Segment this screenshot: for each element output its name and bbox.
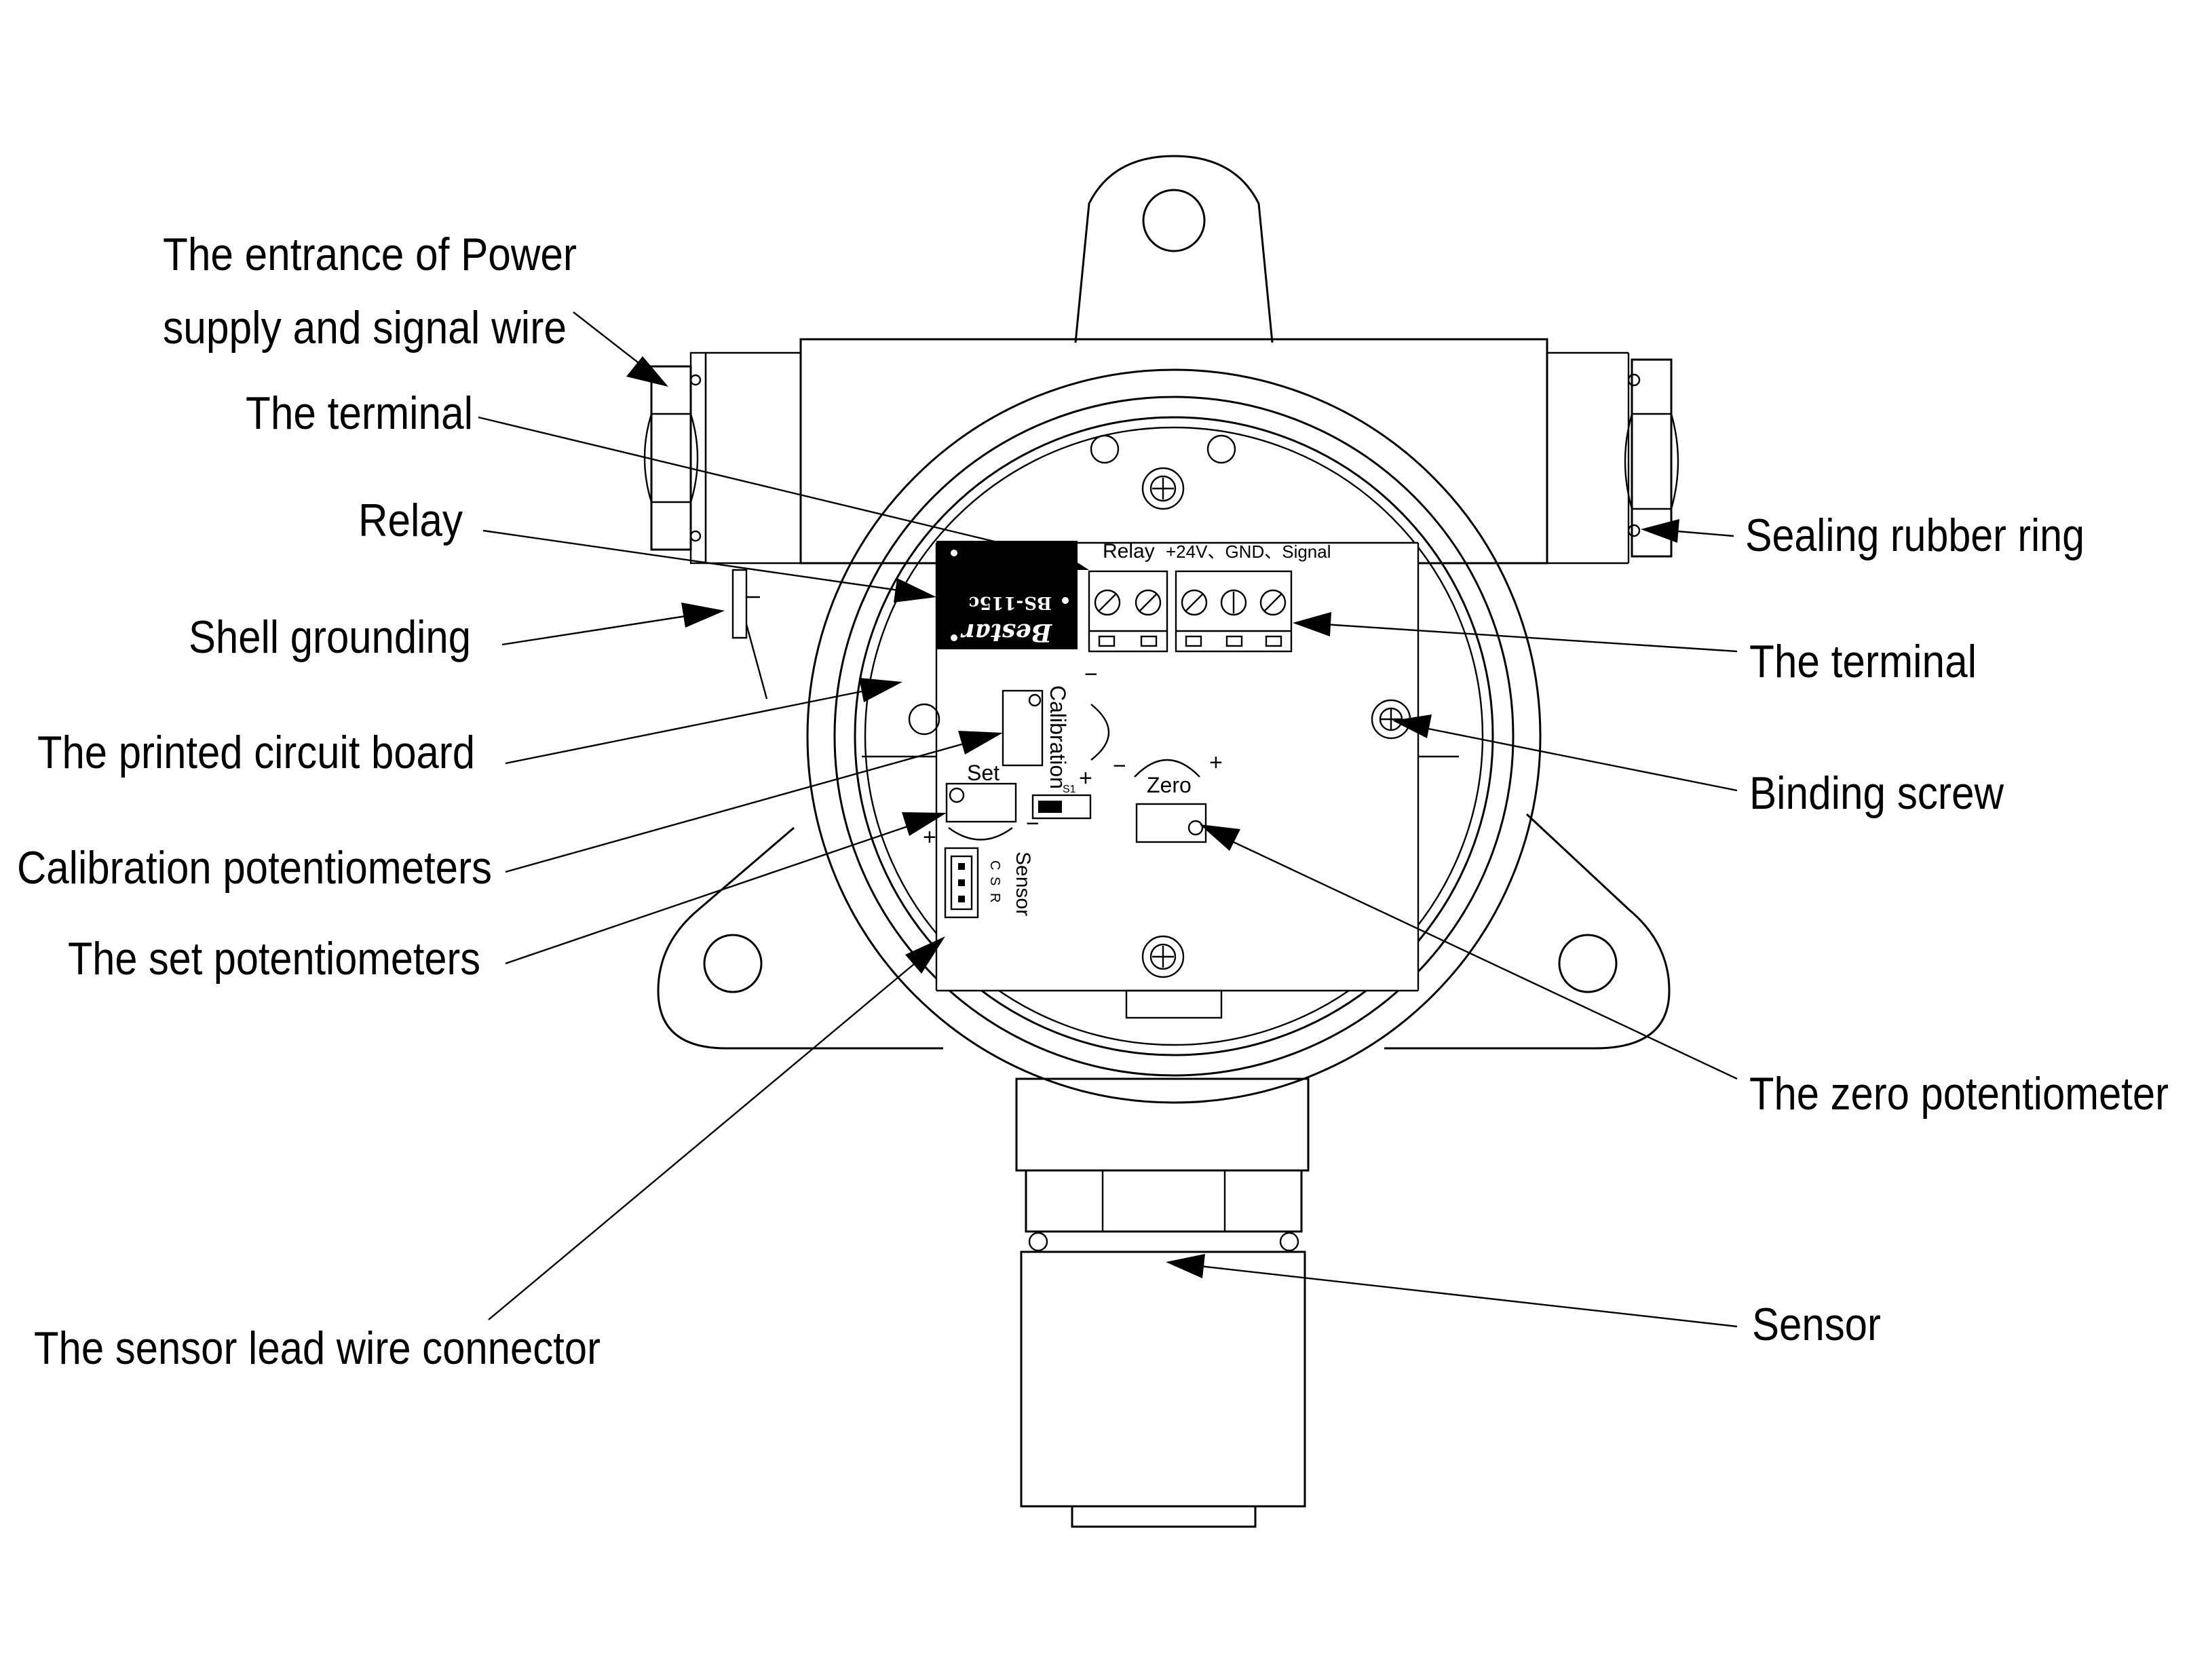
sensor-body <box>1020 1251 1306 1508</box>
relay-terminal-block: Relay <box>1088 540 1168 653</box>
middle-ring <box>833 396 1515 1077</box>
label-sensor: Sensor <box>1752 1299 1881 1350</box>
label-calibration-pot: Calibration potentiometers <box>17 842 492 894</box>
set-label: Set <box>967 761 1000 785</box>
inner-ring <box>854 416 1494 1056</box>
right-mounting-ear <box>1384 813 1671 1050</box>
relay-terminal-label: Relay <box>1103 540 1155 562</box>
label-zero-pot: The zero potentiometer <box>1749 1068 2169 1120</box>
pin-s-label: S <box>987 877 1002 885</box>
calibration-potentiometer: Calibration − + <box>1002 662 1109 791</box>
label-sensor-connector: The sensor lead wire connector <box>34 1322 601 1374</box>
pcb-screw-top <box>1141 467 1185 510</box>
right-mounting-hole <box>1558 934 1618 993</box>
housing-body <box>799 338 1548 565</box>
pin-r-label: R <box>987 893 1002 902</box>
left-cable-gland <box>643 351 707 565</box>
label-binding-screw: Binding screw <box>1749 767 2004 819</box>
label-power-entrance-line1: The entrance of Power <box>163 229 577 280</box>
label-terminal-right: The terminal <box>1749 636 1977 687</box>
sealing-ring-mark <box>1627 373 1641 387</box>
outer-ring <box>806 368 1542 1104</box>
set-plus: + <box>923 824 936 850</box>
left-mounting-ear <box>657 826 943 1050</box>
relay-model: BS-115c <box>968 592 1052 613</box>
calibration-minus: − <box>1084 662 1098 687</box>
callouts: The entrance of Power supply and signal … <box>17 229 2169 1374</box>
label-pcb: The printed circuit board <box>37 727 475 778</box>
power-terminal-label: +24V、GND、Signal <box>1166 541 1331 562</box>
sensor-assembly <box>1015 1077 1310 1528</box>
left-mounting-hole <box>703 934 763 993</box>
printed-circuit-board: Bestar BS-115c Relay +24V、GND、Signal <box>862 434 1459 1019</box>
zero-minus: − <box>1113 753 1126 779</box>
sensor-connector: C S R Sensor <box>944 847 1034 919</box>
zero-label: Zero <box>1147 773 1192 797</box>
leader-lines <box>478 311 1738 1328</box>
top-mounting-ear <box>1074 155 1274 343</box>
sensor-cap <box>1071 1505 1257 1528</box>
label-power-entrance-line2: supply and signal wire <box>163 302 567 354</box>
sensor-nut <box>1025 1169 1303 1233</box>
calibration-label: Calibration <box>1046 685 1070 789</box>
zero-potentiometer: Zero − + <box>1113 750 1223 843</box>
zero-plus: + <box>1209 750 1223 776</box>
top-mounting-hole <box>1142 189 1206 252</box>
label-shell-grounding: Shell grounding <box>189 611 471 663</box>
power-terminal-block: +24V、GND、Signal <box>1166 541 1331 653</box>
sensor-neck <box>1015 1077 1310 1172</box>
pcb-screw-bottom <box>1141 935 1185 978</box>
s1-label: S1 <box>1063 784 1076 795</box>
calibration-plus: + <box>1079 765 1092 791</box>
right-cable-gland <box>1624 358 1679 558</box>
s1-switch: S1 <box>1031 784 1092 820</box>
label-terminal-left: The terminal <box>246 387 473 439</box>
pin-c-label: C <box>987 860 1002 870</box>
label-sealing-ring: Sealing rubber ring <box>1745 510 2085 561</box>
relay-brand: Bestar <box>959 618 1052 647</box>
label-relay: Relay <box>358 495 463 546</box>
set-minus: − <box>1026 811 1040 837</box>
sensor-connector-label: Sensor <box>1012 852 1034 916</box>
housing <box>657 155 1671 1050</box>
label-set-pot: The set potentiometers <box>68 933 480 985</box>
front-cover <box>806 368 1542 1104</box>
set-potentiometer: Set + − <box>923 761 1040 850</box>
